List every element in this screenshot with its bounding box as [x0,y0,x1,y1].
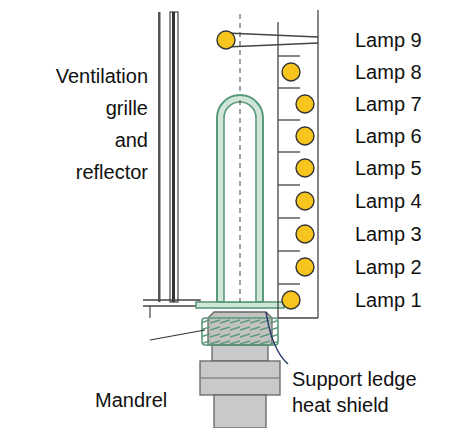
part-label: Support ledge heat shield [292,366,442,418]
rack-tick [278,87,300,88]
lamp [296,225,314,243]
rack-tick [278,151,300,152]
lamp-rack [226,10,318,318]
lamp-label: Lamp 7 [355,92,470,116]
lamp [296,127,314,145]
ventilation-grille [158,12,178,302]
lamp-label: Lamp 3 [355,222,470,246]
rack-tick [278,55,300,56]
neck-finish [196,302,284,345]
rack-tick [278,250,300,251]
lamp [296,95,314,113]
part-label: Ventilation grille and reflector [36,60,148,188]
lamp-label: Lamp 9 [355,28,470,52]
rack-tick [278,217,300,218]
lamp-label: Lamp 1 [355,288,470,312]
lamp [296,159,314,177]
lamp-label: Lamp 5 [355,156,470,180]
lamp [217,31,235,49]
part-label: Mandrel [95,388,195,412]
lamp-label: Lamp 2 [355,255,470,279]
lamp-label: Lamp 8 [355,60,470,84]
rack-tick [278,184,300,185]
support-leader [266,312,288,364]
lamp-label: Lamp 4 [355,189,470,213]
support-plate [143,300,200,318]
lamp [282,63,300,81]
lamp [282,291,300,309]
lamp [296,192,314,210]
mandrel [200,345,280,428]
rack-tick [278,283,300,284]
rack-tick [278,119,300,120]
preform [217,95,263,302]
lamps [217,31,314,309]
mandrel-leader [150,330,205,340]
lamp [296,258,314,276]
lamp-label: Lamp 6 [355,124,470,148]
